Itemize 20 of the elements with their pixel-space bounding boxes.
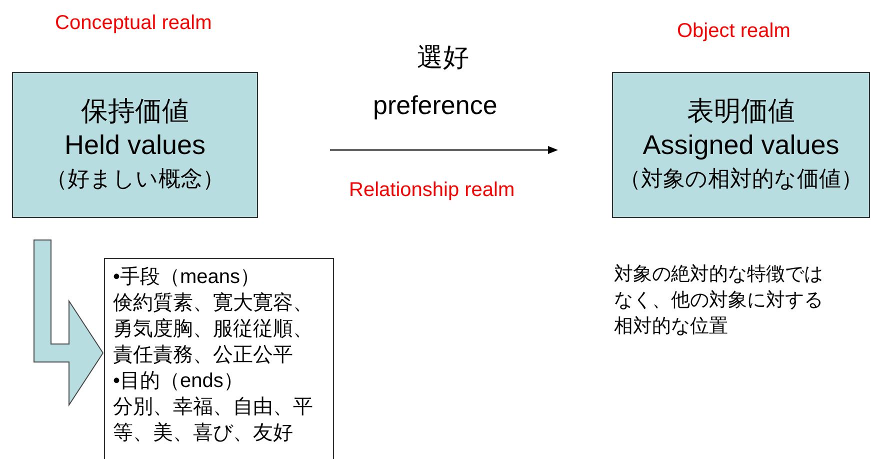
node-text: 保持価値 — [81, 95, 189, 128]
realm-label: Relationship realm — [349, 179, 515, 202]
node-text: 倹約質素、寛大寛容、勇気度胸、服従従順、責任責務、公正公平 — [113, 291, 314, 368]
node-text: Held values — [64, 129, 206, 162]
note-text: 対象の絶対的な特徴ではなく、他の対象に対する相対的な位置 — [614, 263, 824, 339]
value-box — [612, 72, 870, 218]
node-text: 分別、幸福、自由、平等、美、喜び、友好 — [113, 395, 314, 446]
realm-label: Object realm — [677, 20, 790, 43]
node-text: Assigned values — [642, 129, 840, 162]
realm-label: Conceptual realm — [55, 12, 212, 35]
node-text: •手段（means） — [113, 265, 262, 290]
relation-label: preference — [373, 90, 498, 121]
relation-label: 選好 — [417, 41, 469, 74]
node-text: （対象の相対的な価値） — [619, 165, 863, 193]
list-box — [104, 258, 334, 459]
value-box — [12, 72, 258, 218]
node-text: •目的（ends） — [113, 369, 244, 394]
node-text: 表明価値 — [687, 95, 795, 128]
node-text: （好ましい概念） — [46, 165, 224, 193]
block-arrow — [34, 240, 104, 407]
